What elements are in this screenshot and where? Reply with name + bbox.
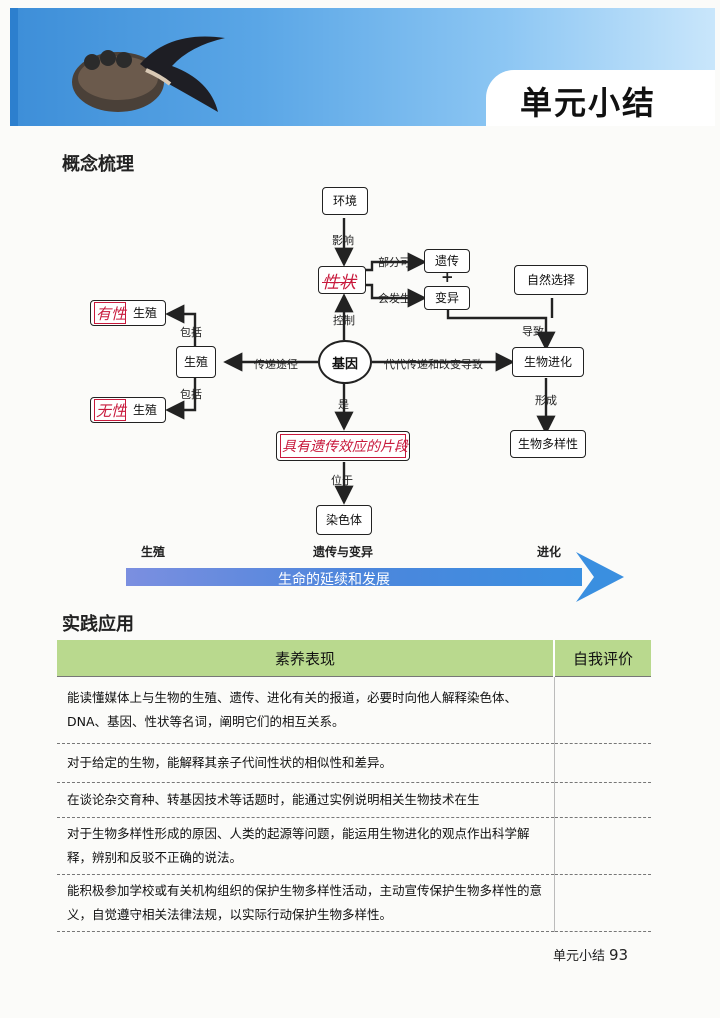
edge-control-label: 控制 — [333, 314, 355, 327]
header-performance: 素养表现 — [57, 640, 554, 677]
row-text: 对于生物多样性形成的原因、人类的起源等问题，能运用生物进化的观点作出科学解释，辨… — [57, 817, 554, 875]
row-text: 能积极参加学校或有关机构组织的保护生物多样性活动，主动宣传保护生物多样性的意义，… — [57, 874, 554, 932]
life-continuation-arrow — [126, 552, 624, 602]
title-tab — [486, 70, 715, 126]
node-variation: 变异 — [424, 286, 470, 310]
self-evaluation-cell[interactable] — [553, 874, 651, 932]
bar-label-evolution: 进化 — [537, 545, 562, 559]
edge-includes-bottom-label: 包括 — [180, 388, 202, 401]
node-heredity: 遗传 — [424, 249, 470, 273]
node-natural-selection: 自然选择 — [514, 265, 588, 295]
edge-partially-label: 部分可 — [378, 256, 411, 269]
concept-heading: 概念梳理 — [62, 154, 134, 175]
concept-map-connectors — [165, 218, 556, 505]
edge-influence-label: 影响 — [332, 234, 354, 247]
edge-form-label: 形成 — [535, 394, 557, 407]
bar-text: 生命的延续和发展 — [278, 572, 390, 588]
node-environment: 环境 — [322, 187, 368, 215]
node-sexual-reproduction: 生殖 — [90, 300, 166, 326]
self-evaluation-cell[interactable] — [553, 676, 651, 744]
edge-transmission-label: 传递途径 — [254, 358, 298, 371]
row-text: 对于给定的生物，能解释其亲子代间性状的相似性和差异。 — [57, 743, 554, 783]
edge-includes-top-label: 包括 — [180, 326, 202, 339]
plus-sign: + — [441, 268, 454, 286]
edge-is-label: 是 — [338, 398, 349, 411]
table-row: 对于给定的生物，能解释其亲子代间性状的相似性和差异。 — [57, 743, 651, 783]
banner-edge-stripe — [10, 8, 18, 126]
edge-generational-label: 代代传递和改变导致 — [384, 358, 483, 371]
page-number: 93 — [609, 946, 629, 964]
table-row: 能读懂媒体上与生物的生殖、遗传、进化有关的报道，必要时向他人解释染色体、DNA、… — [57, 676, 651, 744]
handwritten-sexual: 有性 — [96, 305, 127, 323]
handwritten-definition: 具有遗传效应的片段 — [282, 439, 408, 455]
self-evaluation-cell[interactable] — [553, 782, 651, 818]
handwritten-trait: 性状 — [322, 273, 356, 293]
node-gene-definition — [276, 431, 410, 461]
handwritten-asexual: 无性 — [96, 402, 127, 420]
node-chromosome: 染色体 — [316, 505, 372, 535]
table-row: 在谈论杂交育种、转基因技术等话题时，能通过实例说明相关生物技术在生 — [57, 782, 651, 818]
self-evaluation-cell[interactable] — [553, 817, 651, 875]
row-text: 在谈论杂交育种、转基因技术等话题时，能通过实例说明相关生物技术在生 — [57, 782, 554, 818]
header-self-evaluation: 自我评价 — [553, 640, 651, 677]
node-trait — [318, 266, 366, 294]
node-reproduction: 生殖 — [176, 346, 216, 378]
node-diversity: 生物多样性 — [510, 430, 586, 458]
row-text: 能读懂媒体上与生物的生殖、遗传、进化有关的报道，必要时向他人解释染色体、DNA、… — [57, 676, 554, 744]
handwriting-box-asexual — [94, 399, 126, 421]
asexual-reproduction-suffix: 生殖 — [132, 403, 157, 417]
self-evaluation-table: 素养表现 自我评价 能读懂媒体上与生物的生殖、遗传、进化有关的报道，必要时向他人… — [57, 640, 651, 932]
node-evolution: 生物进化 — [512, 347, 584, 377]
page-title: 单元小结 — [520, 84, 657, 122]
self-evaluation-cell[interactable] — [553, 743, 651, 783]
bar-label-heredity-variation: 遗传与变异 — [313, 545, 374, 559]
practice-heading: 实践应用 — [62, 614, 134, 635]
footer-label: 单元小结 — [553, 949, 606, 964]
handwriting-box-definition — [280, 434, 406, 458]
edge-lead-to-label: 导致 — [522, 325, 544, 338]
handwriting-box-sexual — [94, 302, 126, 324]
edge-occurs-label: 会发生 — [378, 292, 411, 305]
table-header-row: 素养表现 自我评价 — [57, 640, 651, 677]
table-row: 能积极参加学校或有关机构组织的保护生物多样性活动，主动宣传保护生物多样性的意义，… — [57, 874, 651, 932]
swallow-nest-illustration — [72, 36, 225, 112]
edge-located-in-label: 位于 — [331, 474, 353, 487]
node-asexual-reproduction: 生殖 — [90, 397, 166, 423]
bar-label-reproduction: 生殖 — [141, 545, 166, 559]
node-gene: 基因 — [318, 340, 372, 384]
sexual-reproduction-suffix: 生殖 — [132, 306, 157, 320]
table-row: 对于生物多样性形成的原因、人类的起源等问题，能运用生物进化的观点作出科学解释，辨… — [57, 817, 651, 875]
